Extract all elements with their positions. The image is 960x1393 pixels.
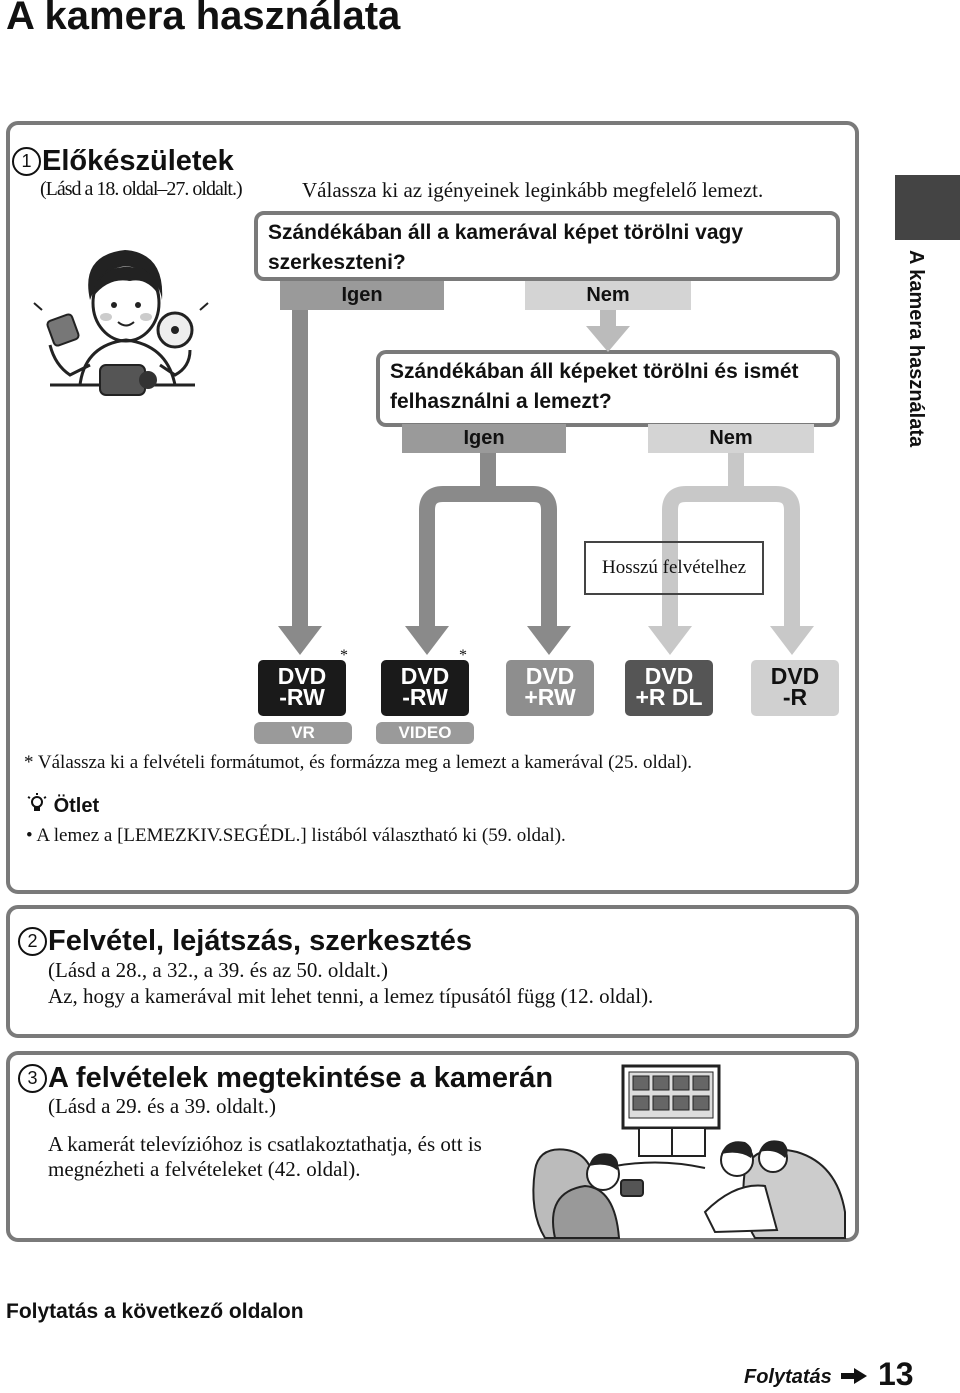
section1-title: Előkészületek	[42, 145, 234, 177]
disc1-asterisk: *	[340, 647, 348, 664]
question2-line1: Szándékában áll képeket törölni és ismét	[390, 360, 799, 383]
person-with-discs-illustration	[33, 250, 209, 396]
tv-viewing-illustration	[532, 1064, 846, 1239]
tip-heading: Ötlet	[26, 793, 99, 818]
section-recording	[6, 905, 859, 1038]
tip-title: Ötlet	[53, 795, 100, 817]
disc-dvd-plus-r-dl: DVD +R DL	[625, 660, 713, 716]
section1-ref: (Lásd a 18. oldal–27. oldalt.)	[40, 178, 243, 200]
section3-title: A felvételek megtekintése a kamerán	[48, 1062, 554, 1094]
question1-box: Szándékában áll a kamerával képet töröln…	[254, 211, 840, 281]
section3-text-line2: megnézheti a felvételeket (42. oldal).	[48, 1157, 361, 1181]
section2-text: Az, hogy a kamerával mit lehet tenni, a …	[48, 984, 654, 1008]
q1-no-tag: Nem	[525, 281, 691, 310]
section2-ref: (Lásd a 28., a 32., a 39. és az 50. olda…	[48, 958, 388, 982]
disc-dvd-rw-vr: DVD -RW	[258, 660, 346, 716]
continued-label: Folytatás	[744, 1366, 868, 1389]
section1-intro: Válassza ki az igényeinek leginkább megf…	[302, 178, 764, 202]
lightbulb-icon	[27, 793, 47, 811]
q2-yes-tag: Igen	[402, 424, 566, 453]
page-title: A kamera használata	[6, 0, 401, 38]
disc-dvd-rw-video: DVD -RW	[381, 660, 469, 716]
disc2-asterisk: *	[459, 647, 467, 664]
section3-number: 3	[18, 1064, 47, 1093]
section3-ref: (Lásd a 29. és a 39. oldalt.)	[48, 1094, 277, 1118]
section3-text-line1: A kamerát televízióhoz is csatlakoztatha…	[48, 1132, 482, 1156]
question2-line2: felhasználni a lemezt?	[390, 390, 612, 413]
format-footnote: * Válassza ki a felvételi formátumot, és…	[24, 752, 693, 773]
q2-no-tag: Nem	[648, 424, 814, 453]
format-video-tag: VIDEO	[376, 722, 474, 744]
page-number: 13	[878, 1356, 914, 1392]
disc-dvd-plus-rw: DVD +RW	[506, 660, 594, 716]
tip-text: • A lemez a [LEMEZKIV.SEGÉDL.] listából …	[26, 825, 566, 846]
arrow-right-icon	[841, 1368, 868, 1384]
question1-line1: Szándékában áll a kamerával képet töröln…	[268, 221, 744, 244]
decision-flow-arrows	[278, 310, 814, 655]
disc-dvd-minus-r: DVD -R	[751, 660, 839, 716]
continued-next-page-note: Folytatás a következő oldalon	[6, 1300, 304, 1323]
section2-number: 2	[18, 927, 47, 956]
long-recording-label: Hosszú felvételhez	[584, 541, 764, 595]
format-vr-tag: VR	[254, 722, 352, 744]
chapter-side-label: A kamera használata	[905, 250, 927, 448]
section2-title: Felvétel, lejátszás, szerkesztés	[48, 925, 472, 957]
chapter-tab-marker	[895, 175, 960, 240]
question1-line2: szerkeszteni?	[268, 251, 406, 274]
section1-number: 1	[12, 147, 41, 176]
q1-yes-tag: Igen	[280, 281, 444, 310]
